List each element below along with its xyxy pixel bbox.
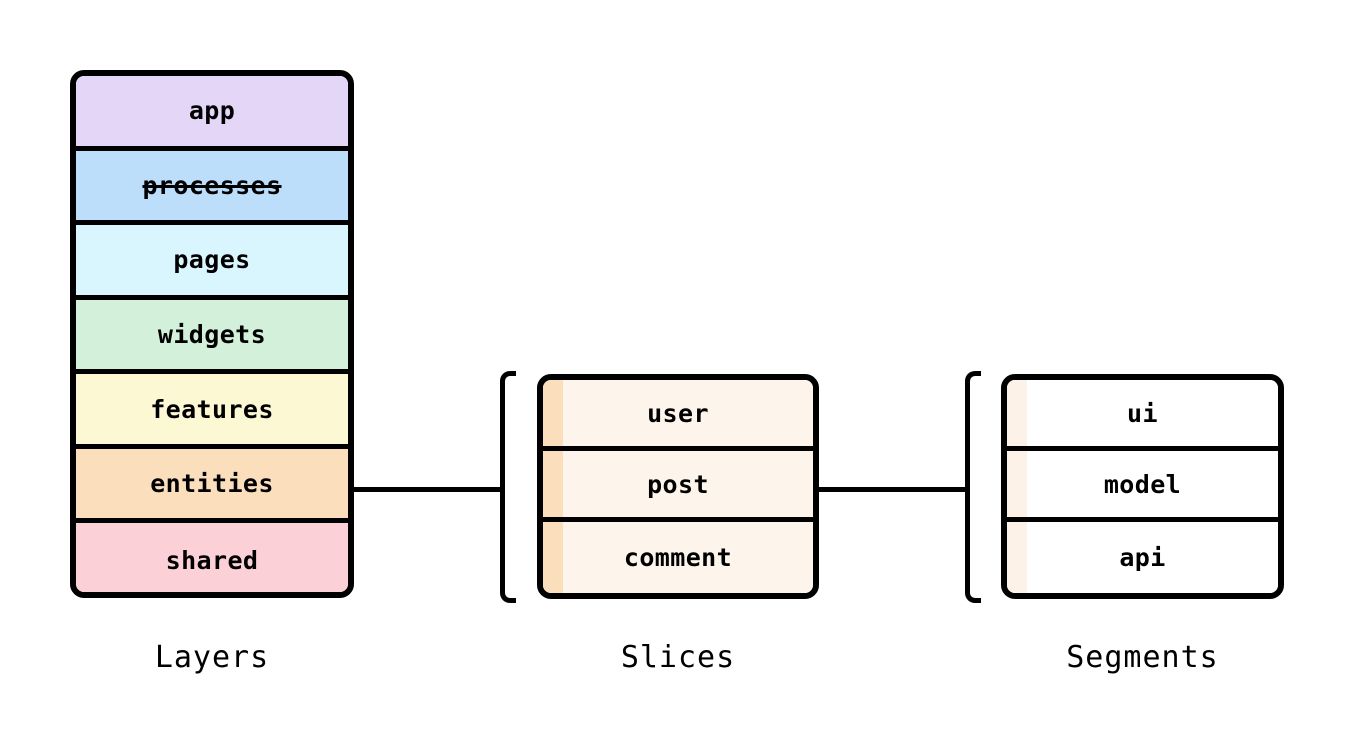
segment-accent-stripe [1007, 451, 1027, 517]
layer-label-shared: shared [165, 546, 259, 576]
layer-row-widgets[interactable]: widgets [76, 299, 348, 375]
layer-row-app[interactable]: app [76, 76, 348, 151]
layer-label-entities: entities [150, 469, 274, 499]
segment-label-model: model [1103, 469, 1182, 499]
caption-slices: Slices [620, 640, 736, 675]
layer-label-processes: processes [142, 170, 282, 200]
caption-segments: Segments [1066, 640, 1219, 675]
slice-label-post: post [647, 469, 709, 499]
layer-row-features[interactable]: features [76, 374, 348, 449]
bracket-slices [500, 371, 516, 603]
slice-label-user: user [647, 398, 709, 428]
layer-label-features: features [150, 394, 274, 424]
segment-row-model[interactable]: model [1007, 451, 1278, 522]
slice-accent-stripe [543, 451, 563, 517]
layers-stack: app processes pages widgets features ent… [70, 70, 354, 598]
slices-stack: user post comment [537, 374, 819, 599]
slice-row-user[interactable]: user [543, 380, 813, 451]
layer-row-processes[interactable]: processes [76, 150, 348, 226]
slice-row-comment[interactable]: comment [543, 522, 813, 593]
layer-label-app: app [188, 96, 236, 126]
layer-row-shared[interactable]: shared [76, 523, 348, 592]
bracket-segments [965, 371, 981, 603]
layer-label-pages: pages [173, 245, 251, 275]
connector-entities-to-slices [354, 487, 503, 492]
slice-accent-stripe [543, 380, 563, 446]
segment-label-ui: ui [1127, 398, 1158, 428]
layer-label-widgets: widgets [157, 319, 267, 349]
layer-row-entities[interactable]: entities [76, 448, 348, 524]
segments-stack: ui model api [1001, 374, 1284, 599]
slice-accent-stripe [543, 522, 563, 593]
segment-label-api: api [1119, 543, 1166, 572]
segment-accent-stripe [1007, 522, 1027, 593]
layer-row-pages[interactable]: pages [76, 225, 348, 300]
slice-row-post[interactable]: post [543, 451, 813, 522]
connector-slices-to-segments [819, 487, 968, 492]
slice-label-comment: comment [623, 543, 733, 572]
segment-accent-stripe [1007, 380, 1027, 446]
caption-layers: Layers [154, 640, 270, 675]
segment-row-api[interactable]: api [1007, 522, 1278, 593]
segment-row-ui[interactable]: ui [1007, 380, 1278, 451]
